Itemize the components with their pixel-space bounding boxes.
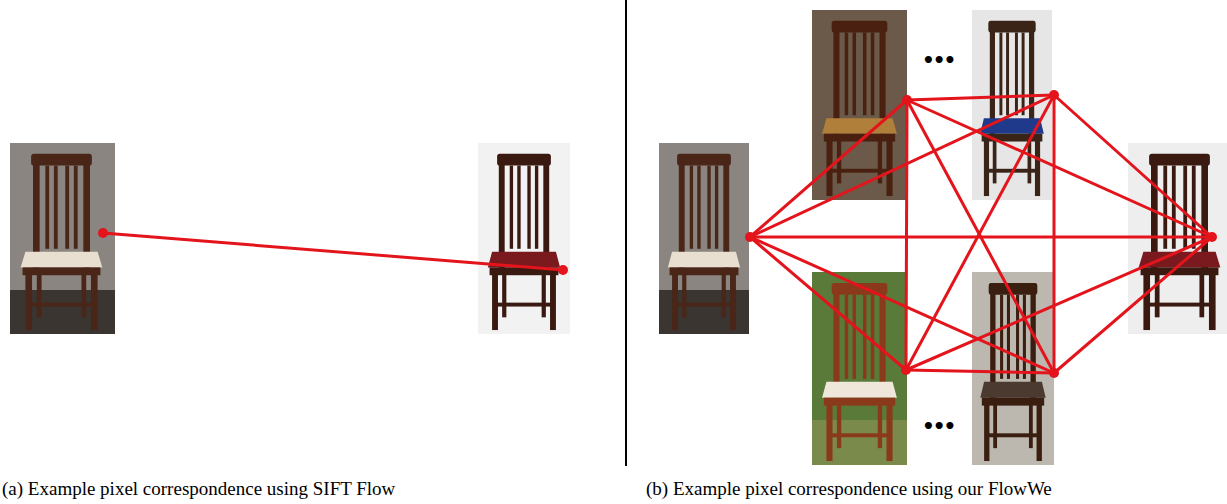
chair-photo [478, 143, 570, 334]
subfigure-caption: (b) Example pixel correspondence using o… [646, 478, 1052, 500]
chair-photo [10, 143, 115, 334]
correspondence-lines [103, 95, 1212, 373]
chair-photo [659, 143, 749, 334]
subfigure-caption: (a) Example pixel correspondence using S… [2, 478, 395, 500]
ellipsis-mark: ••• [922, 50, 954, 70]
pixel-dots [98, 90, 1217, 378]
panel-divider [625, 0, 627, 466]
ellipsis-mark: ••• [922, 416, 954, 436]
